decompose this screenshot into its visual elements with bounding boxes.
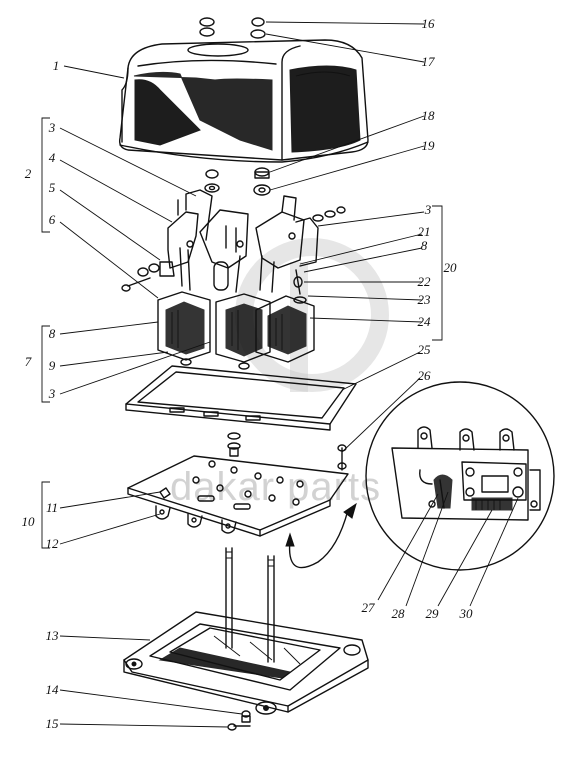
callout-8: 8 [49, 326, 56, 341]
leader-line-18 [269, 115, 425, 173]
leader-line-15 [59, 723, 229, 728]
callout-22: 22 [418, 274, 432, 289]
callout-11: 11 [46, 500, 58, 515]
detail-arrow [285, 502, 357, 569]
leader-line-8 [59, 321, 159, 335]
part-studs [225, 547, 275, 663]
leader-line-26 [341, 377, 421, 453]
callout-4: 4 [49, 150, 56, 165]
watermark-text: dakar parts [170, 465, 381, 509]
leader-line-1 [63, 65, 125, 79]
leader-line-3 [317, 211, 425, 227]
leader-line-27 [377, 493, 439, 601]
watermark-logo: dakar parts [170, 238, 389, 509]
leader-lines [59, 21, 519, 728]
leader-line-13 [59, 635, 151, 641]
leader-line-6 [59, 221, 159, 299]
callout-9: 9 [49, 358, 56, 373]
callout-28: 28 [392, 606, 406, 621]
callout-21: 21 [418, 224, 431, 239]
callout-24: 24 [418, 314, 432, 329]
leader-line-25 [341, 351, 421, 391]
watermark-ring [235, 238, 389, 392]
part-insulating-panel [127, 455, 349, 537]
callout-18: 18 [422, 108, 436, 123]
callout-30: 30 [459, 606, 474, 621]
callout-2: 2 [25, 166, 32, 181]
callout-3: 3 [48, 120, 56, 135]
leader-line-12 [59, 513, 161, 545]
callout-19: 19 [422, 138, 436, 153]
callout-3: 3 [424, 202, 432, 217]
leader-line-8 [303, 247, 423, 273]
callout-23: 23 [418, 292, 432, 307]
callout-labels: 1234563218202223248973252611101213141516… [22, 16, 474, 731]
leader-line-30 [469, 497, 519, 607]
part-relay-contacts [121, 189, 346, 304]
leader-line-28 [405, 491, 449, 607]
callout-7: 7 [25, 354, 32, 369]
leader-line-4 [59, 159, 173, 223]
leader-line-19 [269, 145, 425, 191]
leader-line-21 [299, 233, 423, 265]
part-relay-coils [157, 291, 315, 370]
callout-8: 8 [421, 238, 428, 253]
leader-line-3 [59, 341, 211, 395]
detail-inset [365, 381, 555, 571]
leader-line-23 [307, 295, 423, 301]
part-side-nuts [253, 167, 271, 196]
callout-1: 1 [53, 58, 60, 73]
callout-26: 26 [418, 368, 432, 383]
leader-line-29 [437, 509, 493, 607]
callout-6: 6 [49, 212, 56, 227]
leader-line-17 [265, 33, 425, 63]
callout-10: 10 [22, 514, 36, 529]
part-cover [118, 39, 369, 163]
callout-12: 12 [46, 536, 60, 551]
callout-27: 27 [362, 600, 376, 615]
callout-15: 15 [46, 716, 60, 731]
callout-16: 16 [422, 16, 436, 31]
callout-3: 3 [48, 386, 56, 401]
part-washers-upper [204, 169, 220, 193]
callout-25: 25 [418, 342, 432, 357]
group-brackets [41, 117, 443, 549]
leader-line-3 [59, 127, 197, 197]
leader-line-9 [59, 351, 169, 367]
leader-line-24 [309, 317, 423, 323]
callout-5: 5 [49, 180, 56, 195]
callout-20: 20 [444, 260, 458, 275]
callout-17: 17 [422, 54, 436, 69]
part-top-nuts [199, 17, 266, 39]
callout-13: 13 [46, 628, 60, 643]
leader-line-5 [59, 189, 161, 261]
leader-line-14 [59, 689, 243, 715]
leader-line-16 [265, 21, 425, 25]
callout-29: 29 [426, 606, 440, 621]
leader-line-11 [59, 491, 161, 509]
callout-14: 14 [46, 682, 60, 697]
part-gasket [125, 365, 357, 431]
part-base [123, 611, 369, 715]
